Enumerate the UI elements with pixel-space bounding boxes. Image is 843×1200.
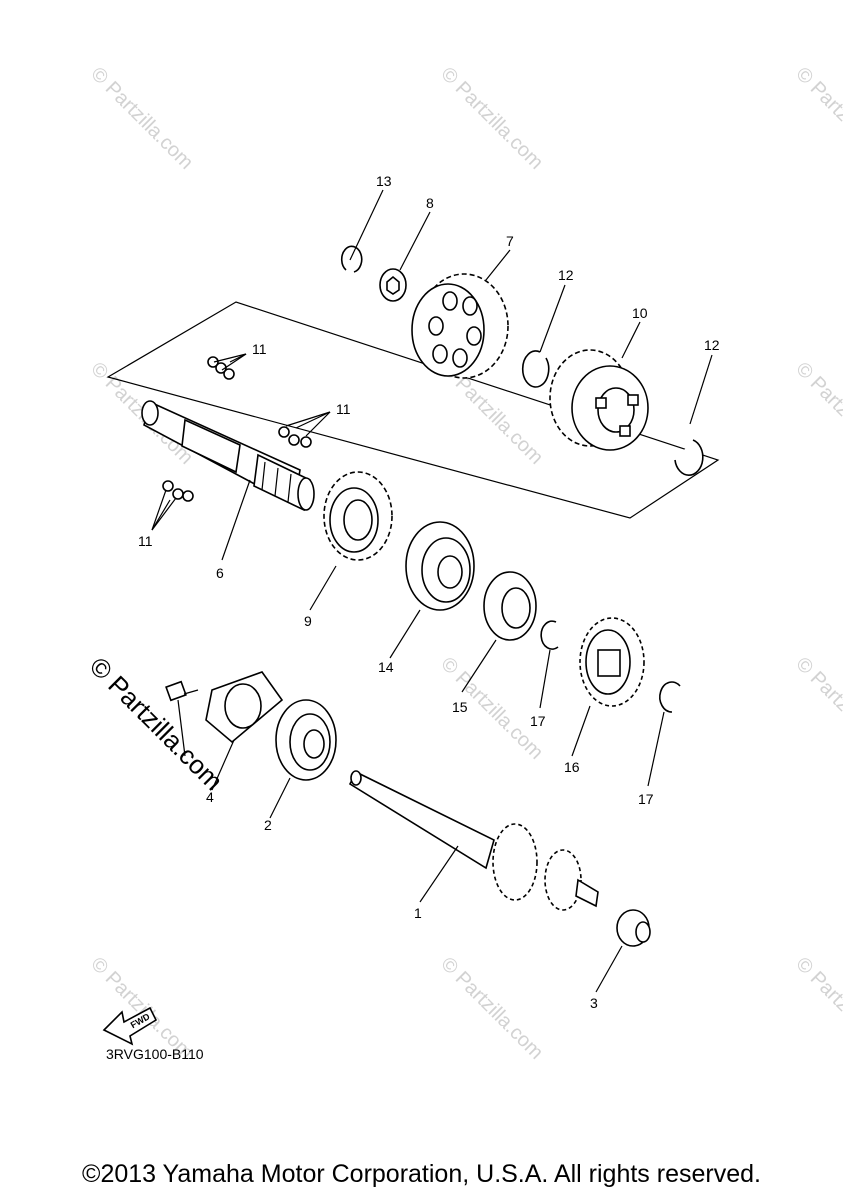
callout-9: 9 <box>304 613 312 629</box>
callout-10: 10 <box>632 305 648 321</box>
part-7-gear[interactable] <box>411 273 509 379</box>
callout-14: 14 <box>378 659 394 675</box>
part-9-gear[interactable] <box>323 471 393 561</box>
callout-4: 4 <box>206 789 214 805</box>
part-10-gear[interactable] <box>549 349 649 451</box>
part-17-circlip[interactable] <box>540 620 559 650</box>
part-12-circlip[interactable] <box>674 439 704 476</box>
callout-6: 6 <box>216 565 224 581</box>
callout-12: 12 <box>558 267 574 283</box>
part-14-bearing[interactable] <box>405 521 475 611</box>
watermark-prominent: © Partzilla.com <box>84 651 229 796</box>
part-4-plate[interactable] <box>205 671 284 744</box>
callout-12: 12 <box>704 337 720 353</box>
callout-7: 7 <box>506 233 514 249</box>
callout-11: 11 <box>252 341 267 357</box>
callout-13: 13 <box>376 173 392 189</box>
callout-16: 16 <box>564 759 580 775</box>
part-15-oil-seal[interactable] <box>483 571 537 641</box>
part-17-circlip[interactable] <box>659 681 681 713</box>
assembly-frame <box>106 301 720 519</box>
watermark: © Partzilla.com <box>791 953 843 1064</box>
callout-11: 11 <box>336 401 351 417</box>
callout-3: 3 <box>590 995 598 1011</box>
watermark: © Partzilla.com <box>86 63 197 174</box>
watermark: © Partzilla.com <box>791 358 843 469</box>
part-11-balls[interactable] <box>162 356 312 502</box>
callout-2: 2 <box>264 817 272 833</box>
callout-15: 15 <box>452 699 468 715</box>
part-16-sprocket[interactable] <box>579 617 645 707</box>
part-5-bolt[interactable] <box>165 680 199 702</box>
part-3-collar[interactable] <box>616 909 651 947</box>
leader-lines <box>151 189 713 993</box>
callout-17: 17 <box>638 791 654 807</box>
callout-11: 11 <box>138 533 153 549</box>
callout-1: 1 <box>414 905 422 921</box>
copyright: ©2013 Yamaha Motor Corporation, U.S.A. A… <box>82 1160 761 1188</box>
part-6-shaft[interactable] <box>141 400 315 512</box>
callout-8: 8 <box>426 195 434 211</box>
part-8-washer[interactable] <box>379 268 407 302</box>
callouts: 13 8 7 12 10 12 11 11 11 6 9 14 15 17 16… <box>138 173 720 1011</box>
watermark: © Partzilla.com <box>436 953 547 1064</box>
fwd-arrow-icon: FWD <box>102 1006 158 1046</box>
callout-17: 17 <box>530 713 546 729</box>
watermark: © Partzilla.com <box>791 653 843 764</box>
part-13-circlip[interactable] <box>340 245 363 273</box>
diagram-code: 3RVG100-B110 <box>106 1046 204 1062</box>
watermark: © Partzilla.com <box>791 63 843 174</box>
part-12-circlip[interactable] <box>521 350 550 388</box>
part-1-main-axle[interactable] <box>348 770 599 911</box>
part-2-bearing[interactable] <box>275 699 337 781</box>
watermark: © Partzilla.com <box>436 63 547 174</box>
